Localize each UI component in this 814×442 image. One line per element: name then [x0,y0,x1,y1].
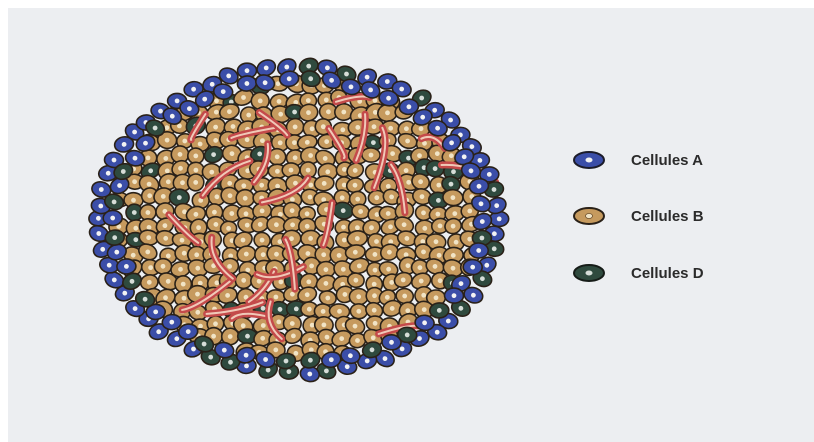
islet-cell [469,243,489,259]
legend-item-b: Cellules B [571,206,704,226]
legend-label-b: Cellules B [631,208,704,225]
legend-label-a: Cellules A [631,152,703,169]
islet-cell [350,303,368,320]
slide-background: Cellules A Cellules B Cellules D [8,8,814,442]
islet-cell [162,314,182,331]
islet-cell [154,258,172,274]
dark-green-cell-icon [571,263,607,283]
islet-cell [314,175,335,192]
legend-label-d: Cellules D [631,265,704,282]
islet-cell [103,210,123,226]
islet-cell [463,259,483,275]
legend-item-a: Cellules A [571,150,703,170]
islet-cell [362,147,381,162]
islet-cell [117,259,137,275]
islet-cell [349,288,368,305]
tan-cell-icon [571,206,607,226]
islet-cell [444,288,464,304]
islet-cell [430,303,450,319]
legend-item-d: Cellules D [571,263,704,283]
blue-cell-icon [571,150,607,170]
islet-cell [381,334,401,350]
